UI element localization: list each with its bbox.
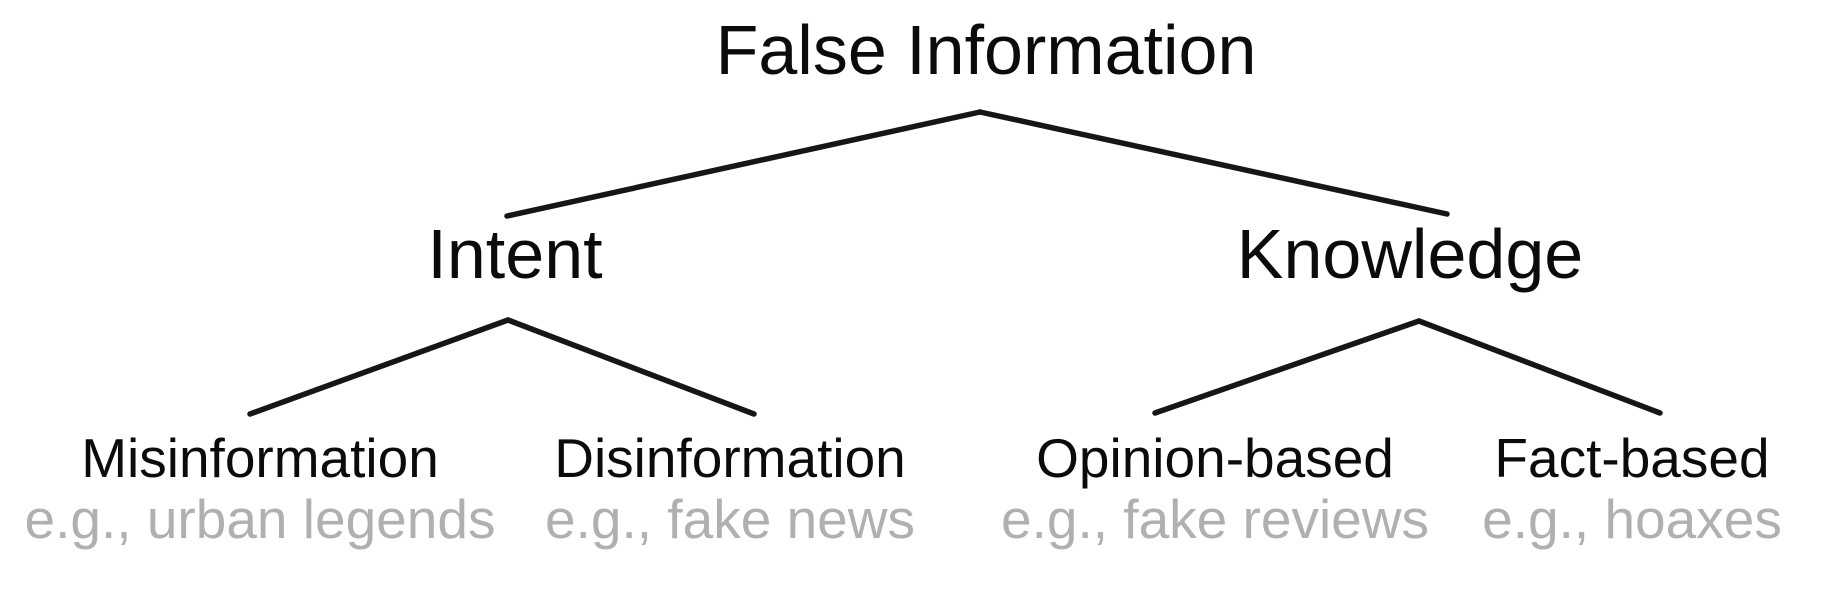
- edge-root-to-knowledge: [977, 109, 1450, 217]
- misinformation-label: Misinformation: [81, 427, 439, 489]
- node-fact-based: Fact-based e.g., hoaxes: [1482, 428, 1782, 550]
- edge-knowledge-to-fact-based: [1416, 318, 1663, 416]
- node-intent: Intent: [427, 215, 603, 293]
- edge-root-to-intent: [504, 109, 983, 219]
- node-knowledge: Knowledge: [1236, 215, 1584, 293]
- misinformation-example: e.g., urban legends: [24, 488, 496, 550]
- edge-intent-to-disinformation: [505, 317, 757, 417]
- node-false-information: False Information: [715, 11, 1257, 89]
- disinformation-example: e.g., fake news: [545, 488, 915, 550]
- node-disinformation: Disinformation e.g., fake news: [545, 428, 915, 550]
- fact-based-label: Fact-based: [1494, 427, 1770, 489]
- node-opinion-based: Opinion-based e.g., fake reviews: [1001, 428, 1429, 550]
- edge-intent-to-misinformation: [247, 317, 511, 417]
- edge-knowledge-to-opinion-based: [1152, 318, 1422, 416]
- disinformation-label: Disinformation: [554, 427, 906, 489]
- fact-based-example: e.g., hoaxes: [1482, 488, 1782, 550]
- opinion-based-label: Opinion-based: [1036, 427, 1394, 489]
- node-misinformation: Misinformation e.g., urban legends: [25, 428, 496, 550]
- opinion-based-example: e.g., fake reviews: [1001, 488, 1429, 550]
